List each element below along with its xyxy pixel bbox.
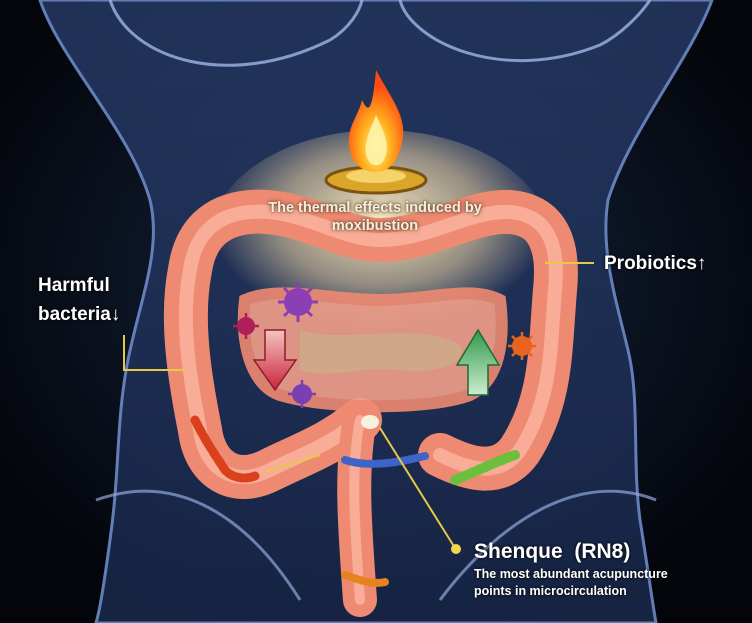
thermal-caption-line-2: moxibustion <box>332 218 418 234</box>
harmful-label-line-2: bacteria↓ <box>38 304 120 325</box>
acupoint-dot-icon <box>361 415 379 429</box>
thermal-effects-caption: The thermal effects induced by moxibusti… <box>200 199 550 235</box>
harmful-bacteria-label: Harmful bacteria↓ <box>38 271 120 329</box>
shenque-title: Shenque (RN8) <box>474 539 630 565</box>
shenque-description: The most abundant acupuncture points in … <box>474 566 668 600</box>
harmful-label-line-1: Harmful <box>38 275 110 296</box>
probiotics-label: Probiotics↑ <box>604 252 706 276</box>
shenque-marker <box>451 544 461 554</box>
shenque-desc-line-2: points in microcirculation <box>474 584 627 598</box>
virus-icon <box>508 332 536 360</box>
thermal-caption-line-1: The thermal effects induced by <box>268 200 482 216</box>
virus-icon <box>278 282 318 322</box>
shenque-desc-line-1: The most abundant acupuncture <box>474 567 668 581</box>
